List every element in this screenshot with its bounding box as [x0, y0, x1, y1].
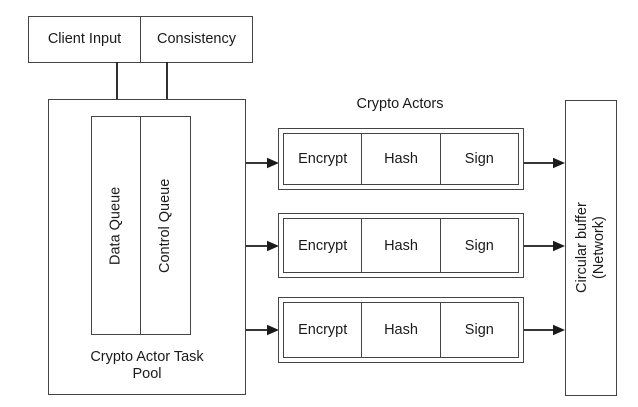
client-input-box: [28, 16, 141, 63]
actor-cell-sign: Sign: [464, 322, 494, 338]
arrow-pool-to-actor-row-2: [246, 240, 279, 252]
actor-cell-sign: Sign: [464, 237, 494, 254]
actor-cell-hash: Hash: [362, 219, 441, 272]
arrow-actor-row-3-to-circular-buffer: [524, 324, 565, 336]
actor-cell-encrypt: Encrypt: [284, 303, 363, 357]
crypto-actor-row-inner: Encrypt Hash Sign: [283, 133, 519, 185]
arrow-pool-to-actor-row-3: [246, 324, 279, 336]
crypto-actor-row: Encrypt Hash Sign: [278, 297, 524, 363]
crypto-actor-row: Encrypt Hash Sign: [278, 213, 524, 278]
control-queue-box: [140, 116, 191, 335]
data-queue-box: [91, 116, 141, 335]
circular-buffer-box: [565, 100, 617, 396]
crypto-actor-row-inner: Encrypt Hash Sign: [283, 218, 519, 273]
actor-cell-encrypt: Encrypt: [284, 134, 363, 184]
arrow-actor-row-2-to-circular-buffer: [524, 240, 565, 252]
actor-cell-hash: Hash: [362, 134, 441, 184]
crypto-actors-title: Crypto Actors: [356, 96, 444, 113]
actor-cell-encrypt: Encrypt: [284, 219, 363, 272]
crypto-actor-row: Encrypt Hash Sign: [278, 128, 524, 190]
arrow-pool-to-actor-row-1: [246, 157, 279, 169]
consistency-box: [140, 16, 253, 63]
actor-cell-sign: Sign: [464, 151, 494, 167]
crypto-actor-row-inner: Encrypt Hash Sign: [283, 302, 519, 358]
actor-cell-hash: Hash: [362, 303, 441, 357]
arrow-actor-row-1-to-circular-buffer: [524, 157, 565, 169]
